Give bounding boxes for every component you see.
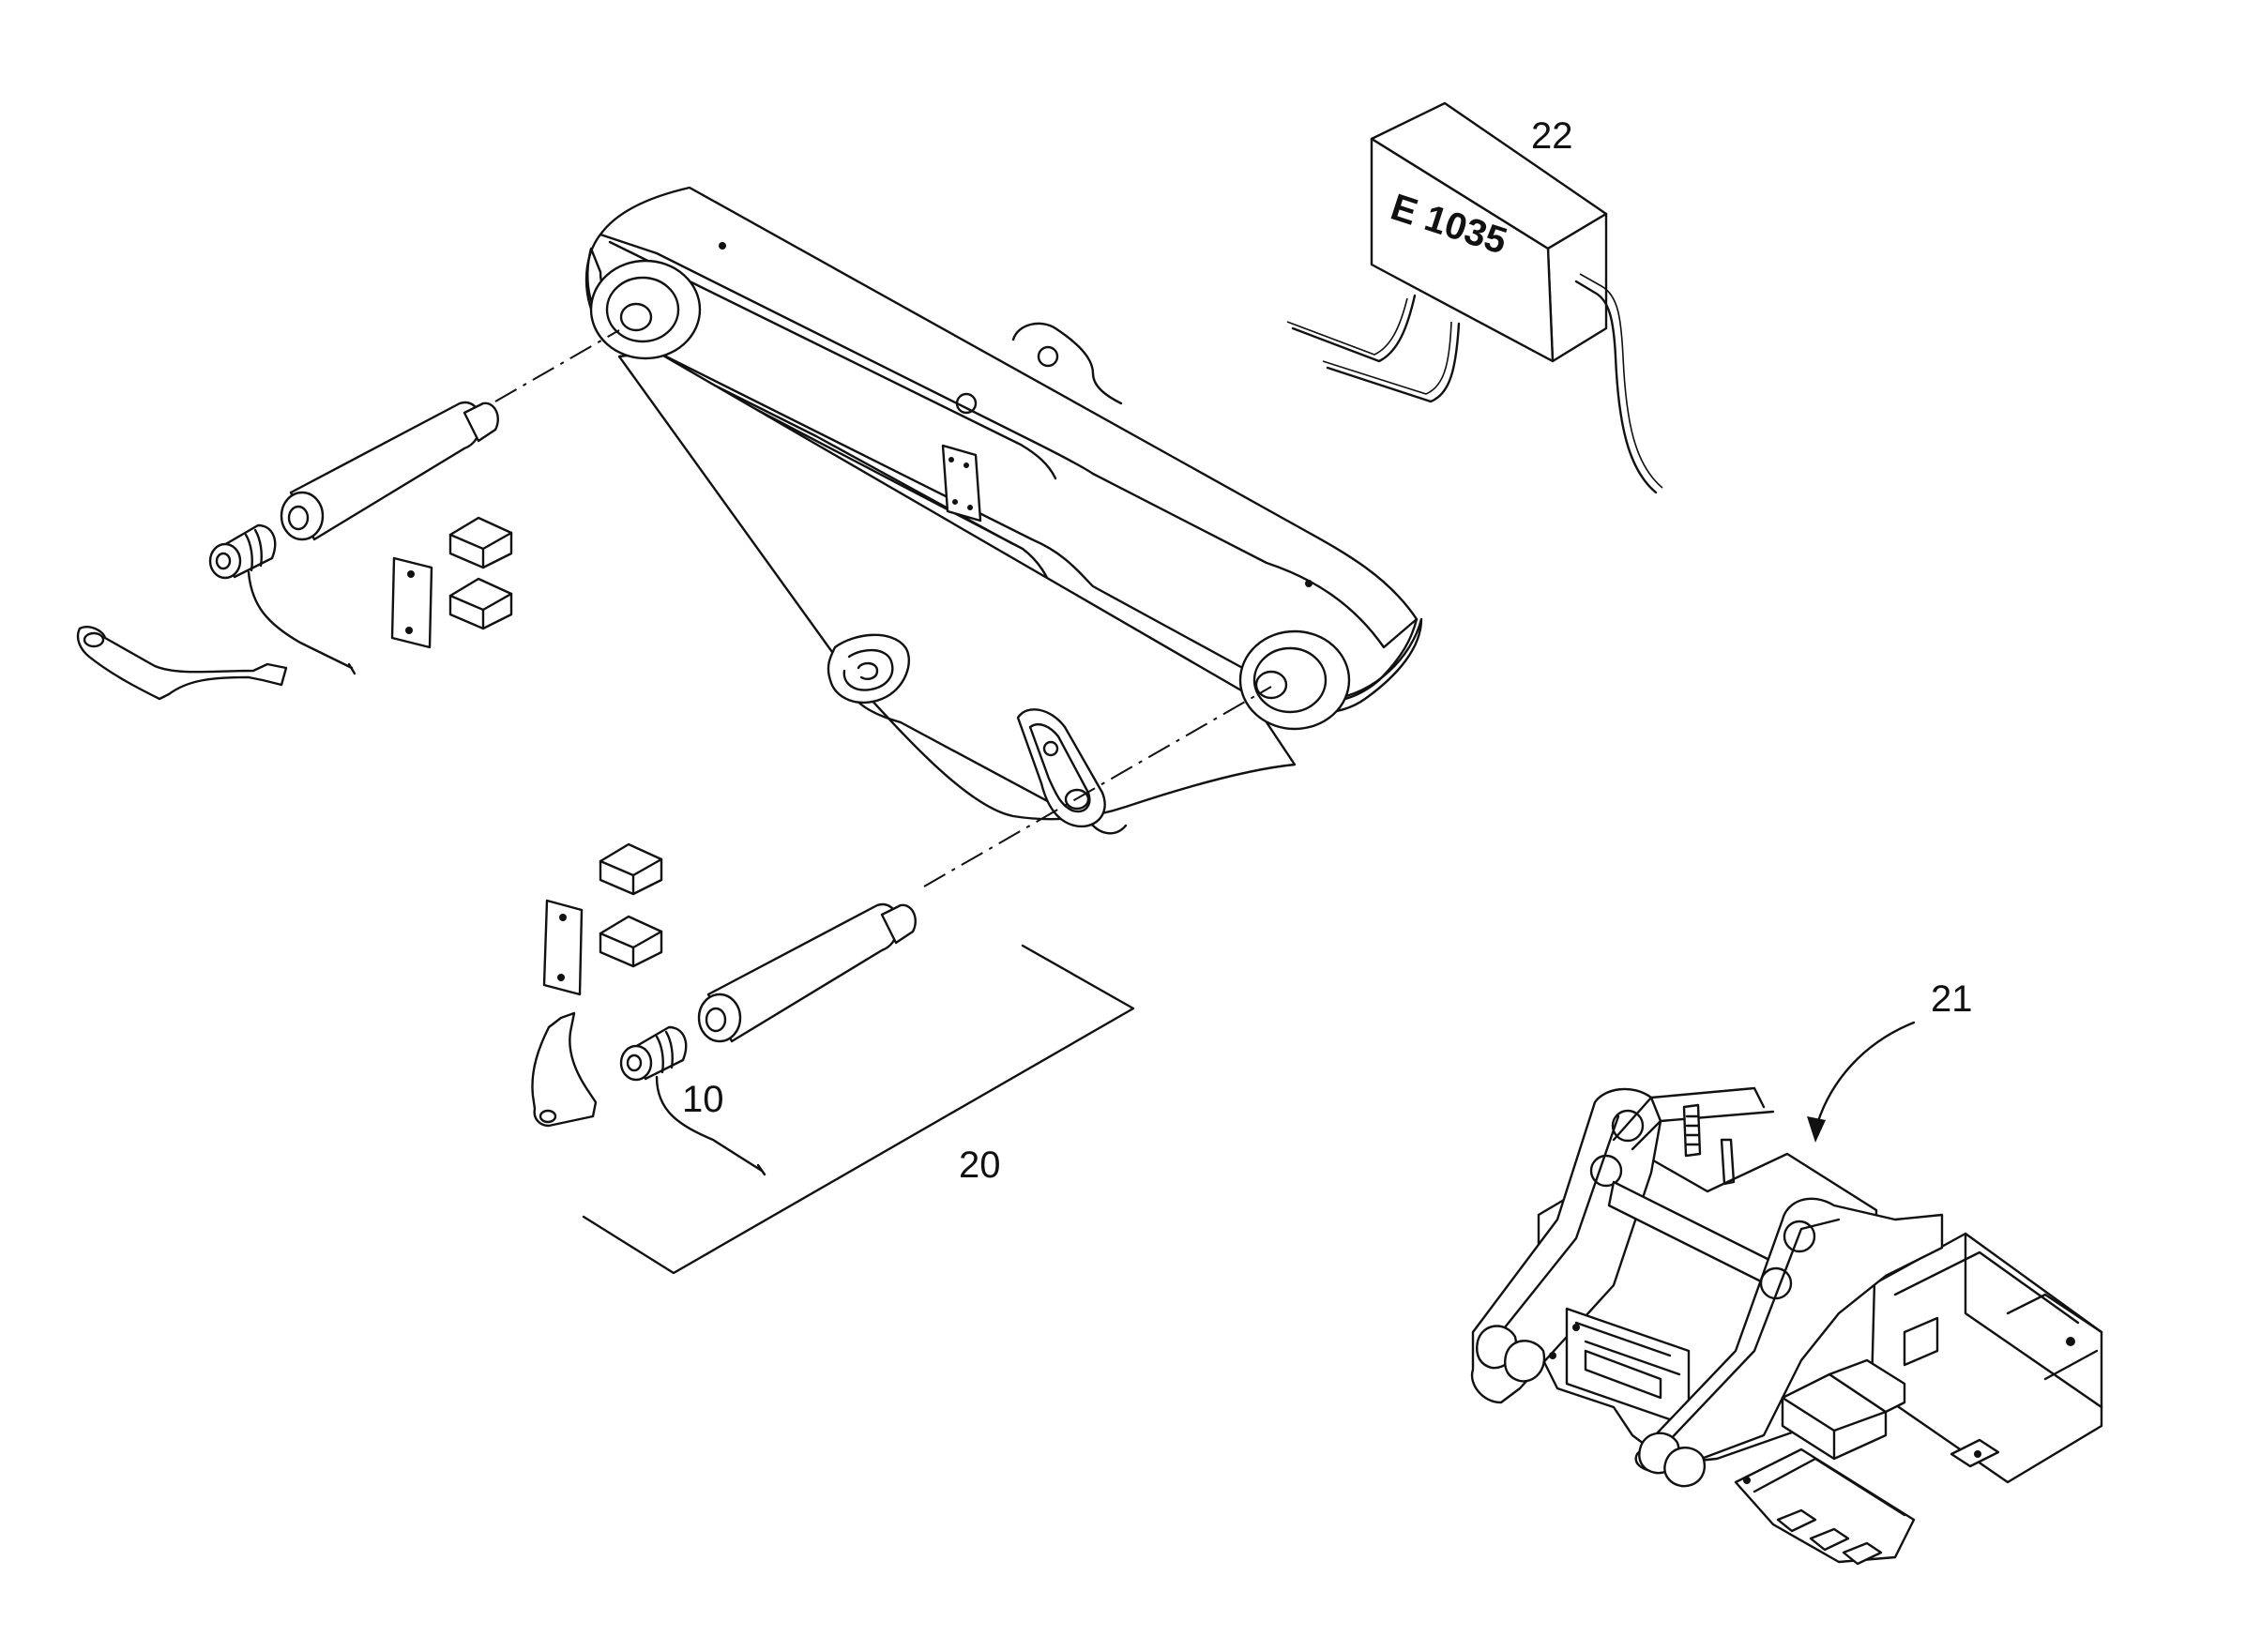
kit-bracket bbox=[582, 944, 1135, 1275]
machine-frame bbox=[1470, 1086, 2103, 1566]
control-unit: E 1035 bbox=[1286, 101, 1663, 494]
axis-line-right bbox=[923, 686, 1272, 887]
frame-leader-arrow bbox=[1807, 1021, 1916, 1143]
callout-20: 20 bbox=[959, 1144, 1001, 1186]
callout-21: 21 bbox=[1931, 978, 1973, 1020]
callout-10: 10 bbox=[682, 1079, 724, 1120]
upper-pin-assembly bbox=[76, 401, 513, 701]
lower-pin-assembly bbox=[531, 842, 917, 1176]
boom-arm bbox=[584, 186, 1423, 835]
callout-22: 22 bbox=[1531, 115, 1573, 157]
axis-line-left bbox=[494, 329, 620, 402]
